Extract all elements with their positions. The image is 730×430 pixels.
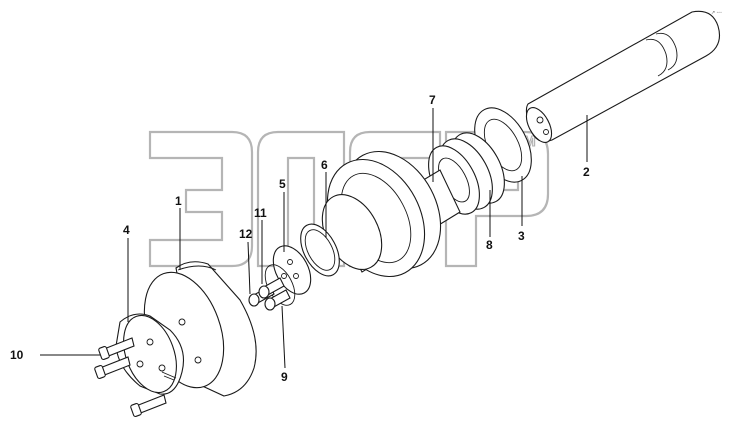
corner-mark: ↗ ◦◦◦ [711, 10, 722, 16]
callout-8: 8 [486, 238, 493, 252]
part-11-12-bolts [248, 277, 291, 311]
callout-9: 9 [281, 370, 288, 384]
watermark-letter-g [348, 130, 442, 268]
callout-11: 11 [254, 206, 267, 220]
watermark-letter-l [256, 130, 346, 268]
callout-4: 4 [123, 223, 130, 237]
part-2-shaft [525, 10, 721, 143]
callout-5: 5 [279, 177, 286, 191]
callout-6: 6 [321, 158, 328, 172]
callout-10: 10 [10, 348, 24, 362]
callout-12: 12 [239, 227, 253, 241]
watermark-letter-e [148, 130, 254, 268]
callout-7: 7 [429, 93, 436, 107]
callout-3: 3 [518, 229, 525, 243]
leader-lines [40, 108, 588, 369]
part-7-roller-body [321, 150, 461, 278]
callout-labels: 1 2 3 4 5 6 7 8 9 10 11 12 [10, 93, 590, 384]
part-10-bolts [94, 337, 167, 417]
part-4-end-cap [115, 313, 185, 395]
part-5-washer-plate [272, 245, 312, 295]
callout-2: 2 [583, 165, 590, 179]
part-6-retaining-ring [300, 223, 340, 277]
callout-1: 1 [175, 194, 182, 208]
